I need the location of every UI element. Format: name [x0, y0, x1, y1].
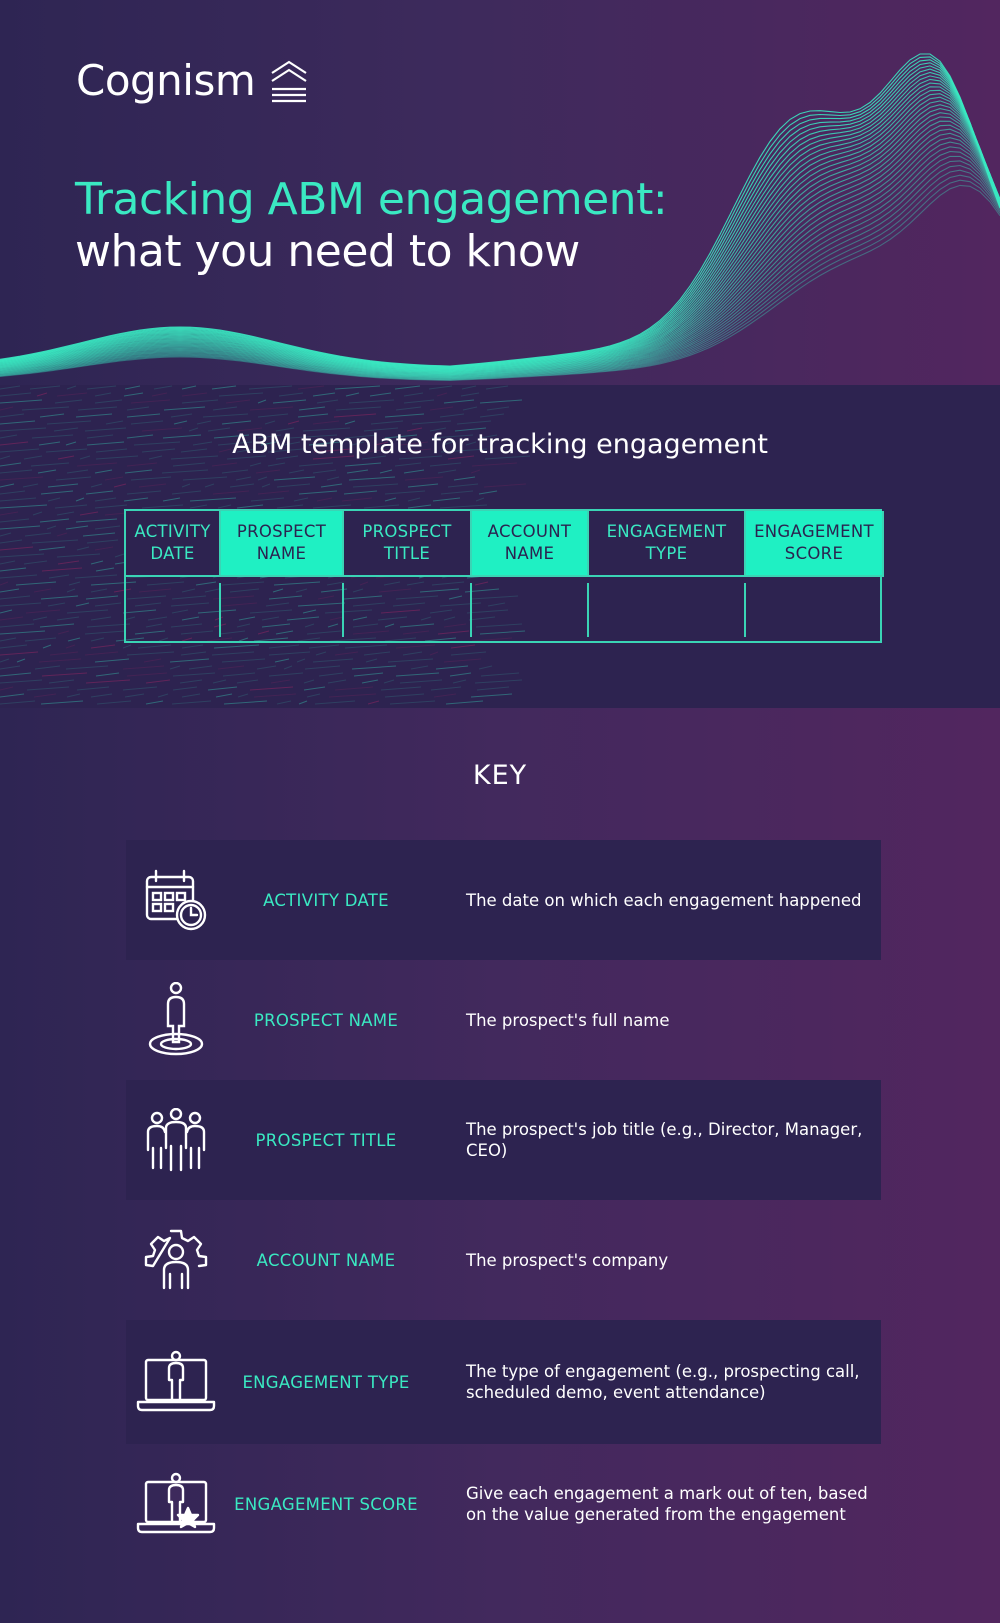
key-description: The prospect's full name [466, 1010, 670, 1030]
key-label: PROSPECT NAME [253, 1010, 399, 1030]
table-cell-empty [221, 583, 344, 637]
key-label: ACCOUNT NAME [256, 1250, 396, 1270]
person-on-target-icon [126, 960, 226, 1080]
key-label: ENGAGEMENT TYPE [242, 1372, 410, 1392]
key-description: The prospect's job title (e.g., Director… [466, 1120, 863, 1160]
key-description: Give each engagement a mark out of ten, … [466, 1484, 868, 1524]
key-title: KEY [472, 760, 528, 791]
table-cell-empty [589, 583, 746, 637]
cognism-logo: Cognism [76, 56, 309, 105]
template-title: ABM template for tracking engagement [232, 429, 768, 460]
key-item-prospect-name: PROSPECT NAME The prospect's full name [126, 960, 881, 1080]
group-of-people-icon [126, 1080, 226, 1200]
page-title-line2: what you need to know [75, 226, 580, 277]
key-description: The date on which each engagement happen… [466, 890, 862, 910]
laptop-star-icon [126, 1444, 226, 1564]
template-section: ABM template for tracking engagement ACT… [0, 385, 1000, 708]
table-cell-empty [344, 583, 472, 637]
calendar-clock-icon [126, 840, 226, 960]
key-item-prospect-title: PROSPECT TITLE The prospect's job title … [126, 1080, 881, 1200]
key-label: ACTIVITY DATE [263, 890, 389, 910]
key-description: The prospect's company [466, 1250, 669, 1270]
key-section: KEY ACTIVITY DATE The date on which each… [0, 708, 1000, 1623]
key-item-activity-date: ACTIVITY DATE The date on which each eng… [126, 840, 881, 960]
key-label: PROSPECT TITLE [255, 1130, 397, 1150]
table-cell-empty [126, 583, 221, 637]
key-item-engagement-type: ENGAGEMENT TYPE The type of engagement (… [126, 1320, 881, 1444]
wave-mesh-graphic [0, 53, 1000, 381]
person-in-gear-icon [126, 1200, 226, 1320]
logo-wordmark: Cognism [76, 56, 256, 105]
person-on-laptop-icon [126, 1320, 226, 1444]
page-title-line1: Tracking ABM engagement: [75, 174, 668, 225]
logo-stack-icon [271, 60, 307, 102]
table-cell-empty [746, 583, 884, 637]
hero-banner: Cognism Tracking ABM engagement: what yo… [0, 0, 1000, 385]
key-description: The type of engagement (e.g., prospectin… [466, 1362, 860, 1402]
key-item-engagement-score: ENGAGEMENT SCORE Give each engagement a … [126, 1444, 881, 1564]
table-cell-empty [472, 583, 589, 637]
key-label: ENGAGEMENT SCORE [234, 1494, 418, 1514]
key-item-account-name: ACCOUNT NAME The prospect's company [126, 1200, 881, 1320]
